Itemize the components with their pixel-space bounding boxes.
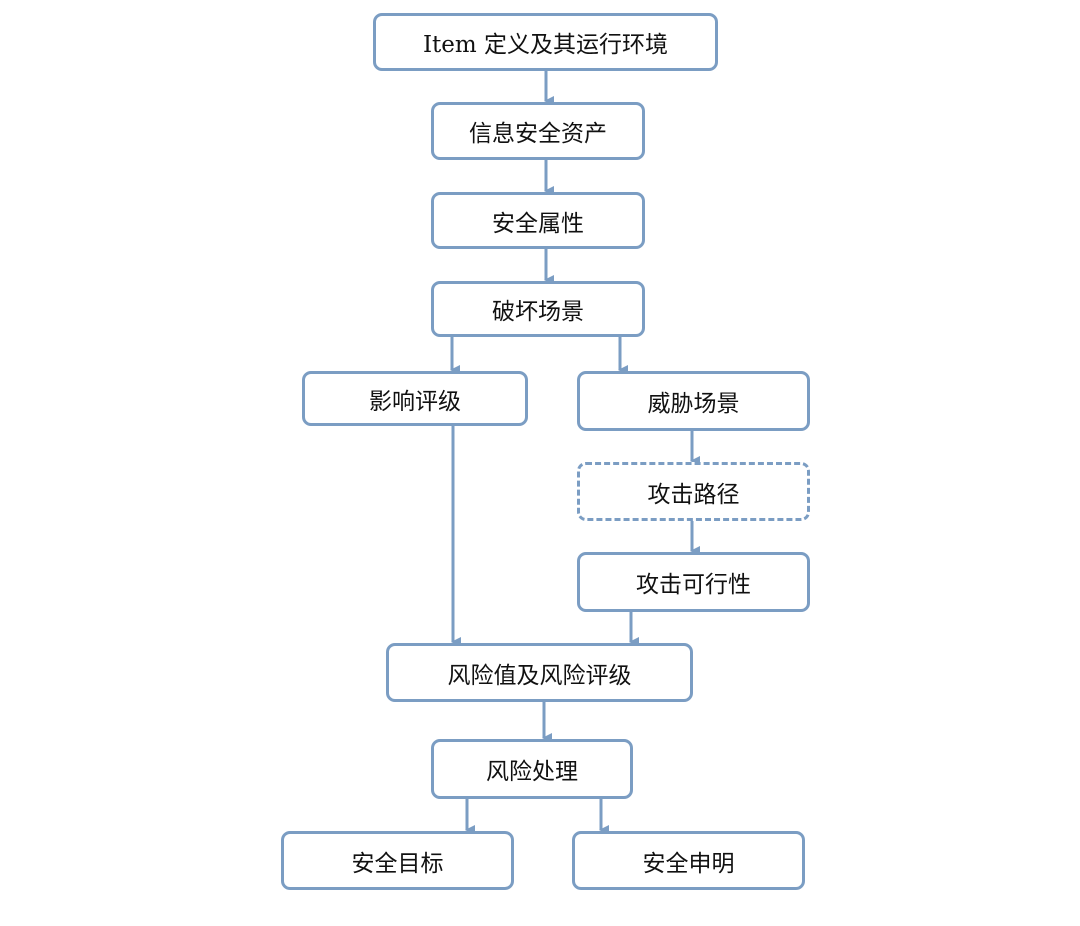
- node-impact-rating: 影响评级: [302, 371, 528, 426]
- node-security-claims: 安全申明: [572, 831, 805, 890]
- node-item-definition: Item 定义及其运行环境: [373, 13, 718, 71]
- node-attack-feasibility: 攻击可行性: [577, 552, 810, 612]
- node-label: 攻击可行性: [636, 572, 751, 598]
- node-label: 影响评级: [369, 388, 461, 415]
- node-label: 信息安全资产: [469, 121, 607, 147]
- node-threat-scenario: 威胁场景: [577, 371, 810, 431]
- node-risk-treatment: 风险处理: [431, 739, 633, 799]
- node-damage-scenario: 破坏场景: [431, 281, 645, 337]
- node-label: 破坏场景: [492, 299, 584, 325]
- node-label: 风险值及风险评级: [447, 662, 632, 689]
- node-label: 威胁场景: [647, 391, 740, 417]
- node-risk-value: 风险值及风险评级: [386, 643, 693, 702]
- node-security-properties: 安全属性: [431, 192, 645, 249]
- node-assets: 信息安全资产: [431, 102, 645, 160]
- node-label: 风险处理: [486, 759, 578, 785]
- node-label: 攻击路径: [647, 481, 740, 508]
- node-label: Item 定义及其运行环境: [422, 32, 669, 58]
- node-label: 安全目标: [351, 850, 444, 877]
- node-label: 安全申明: [642, 850, 735, 877]
- node-label: 安全属性: [492, 210, 584, 237]
- node-attack-path: 攻击路径: [577, 462, 810, 521]
- node-security-goals: 安全目标: [281, 831, 514, 890]
